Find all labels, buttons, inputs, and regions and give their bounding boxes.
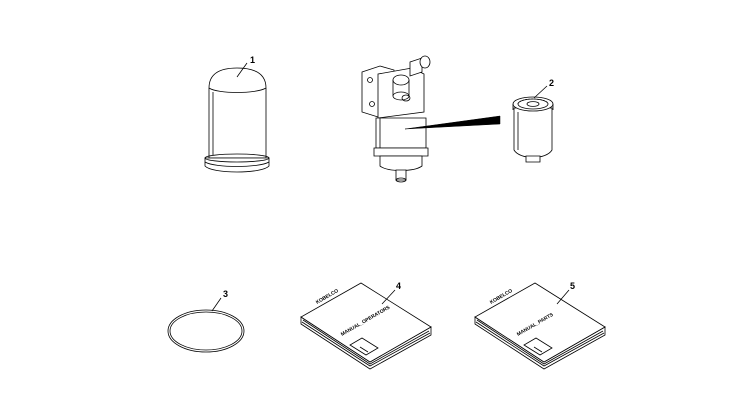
- leader-line-2: [533, 85, 548, 99]
- callout-4: 4: [396, 281, 401, 291]
- leader-line-3: [211, 297, 222, 312]
- filter-assembly-icon: [361, 55, 431, 183]
- callout-3: 3: [223, 289, 228, 299]
- callout-5: 5: [570, 281, 575, 291]
- pointer-wedge: [404, 115, 501, 130]
- o-ring-icon: [167, 309, 245, 353]
- cartridge-filter-icon: [204, 67, 270, 173]
- callout-2: 2: [549, 78, 554, 88]
- leader-line-1: [236, 62, 248, 78]
- manual-book-icon: [300, 282, 432, 370]
- callout-1: 1: [250, 55, 255, 65]
- manual-book-icon: [474, 282, 606, 370]
- leader-line-5: [556, 289, 570, 305]
- leader-line-4: [381, 289, 396, 305]
- spin-on-filter-icon: [512, 96, 554, 163]
